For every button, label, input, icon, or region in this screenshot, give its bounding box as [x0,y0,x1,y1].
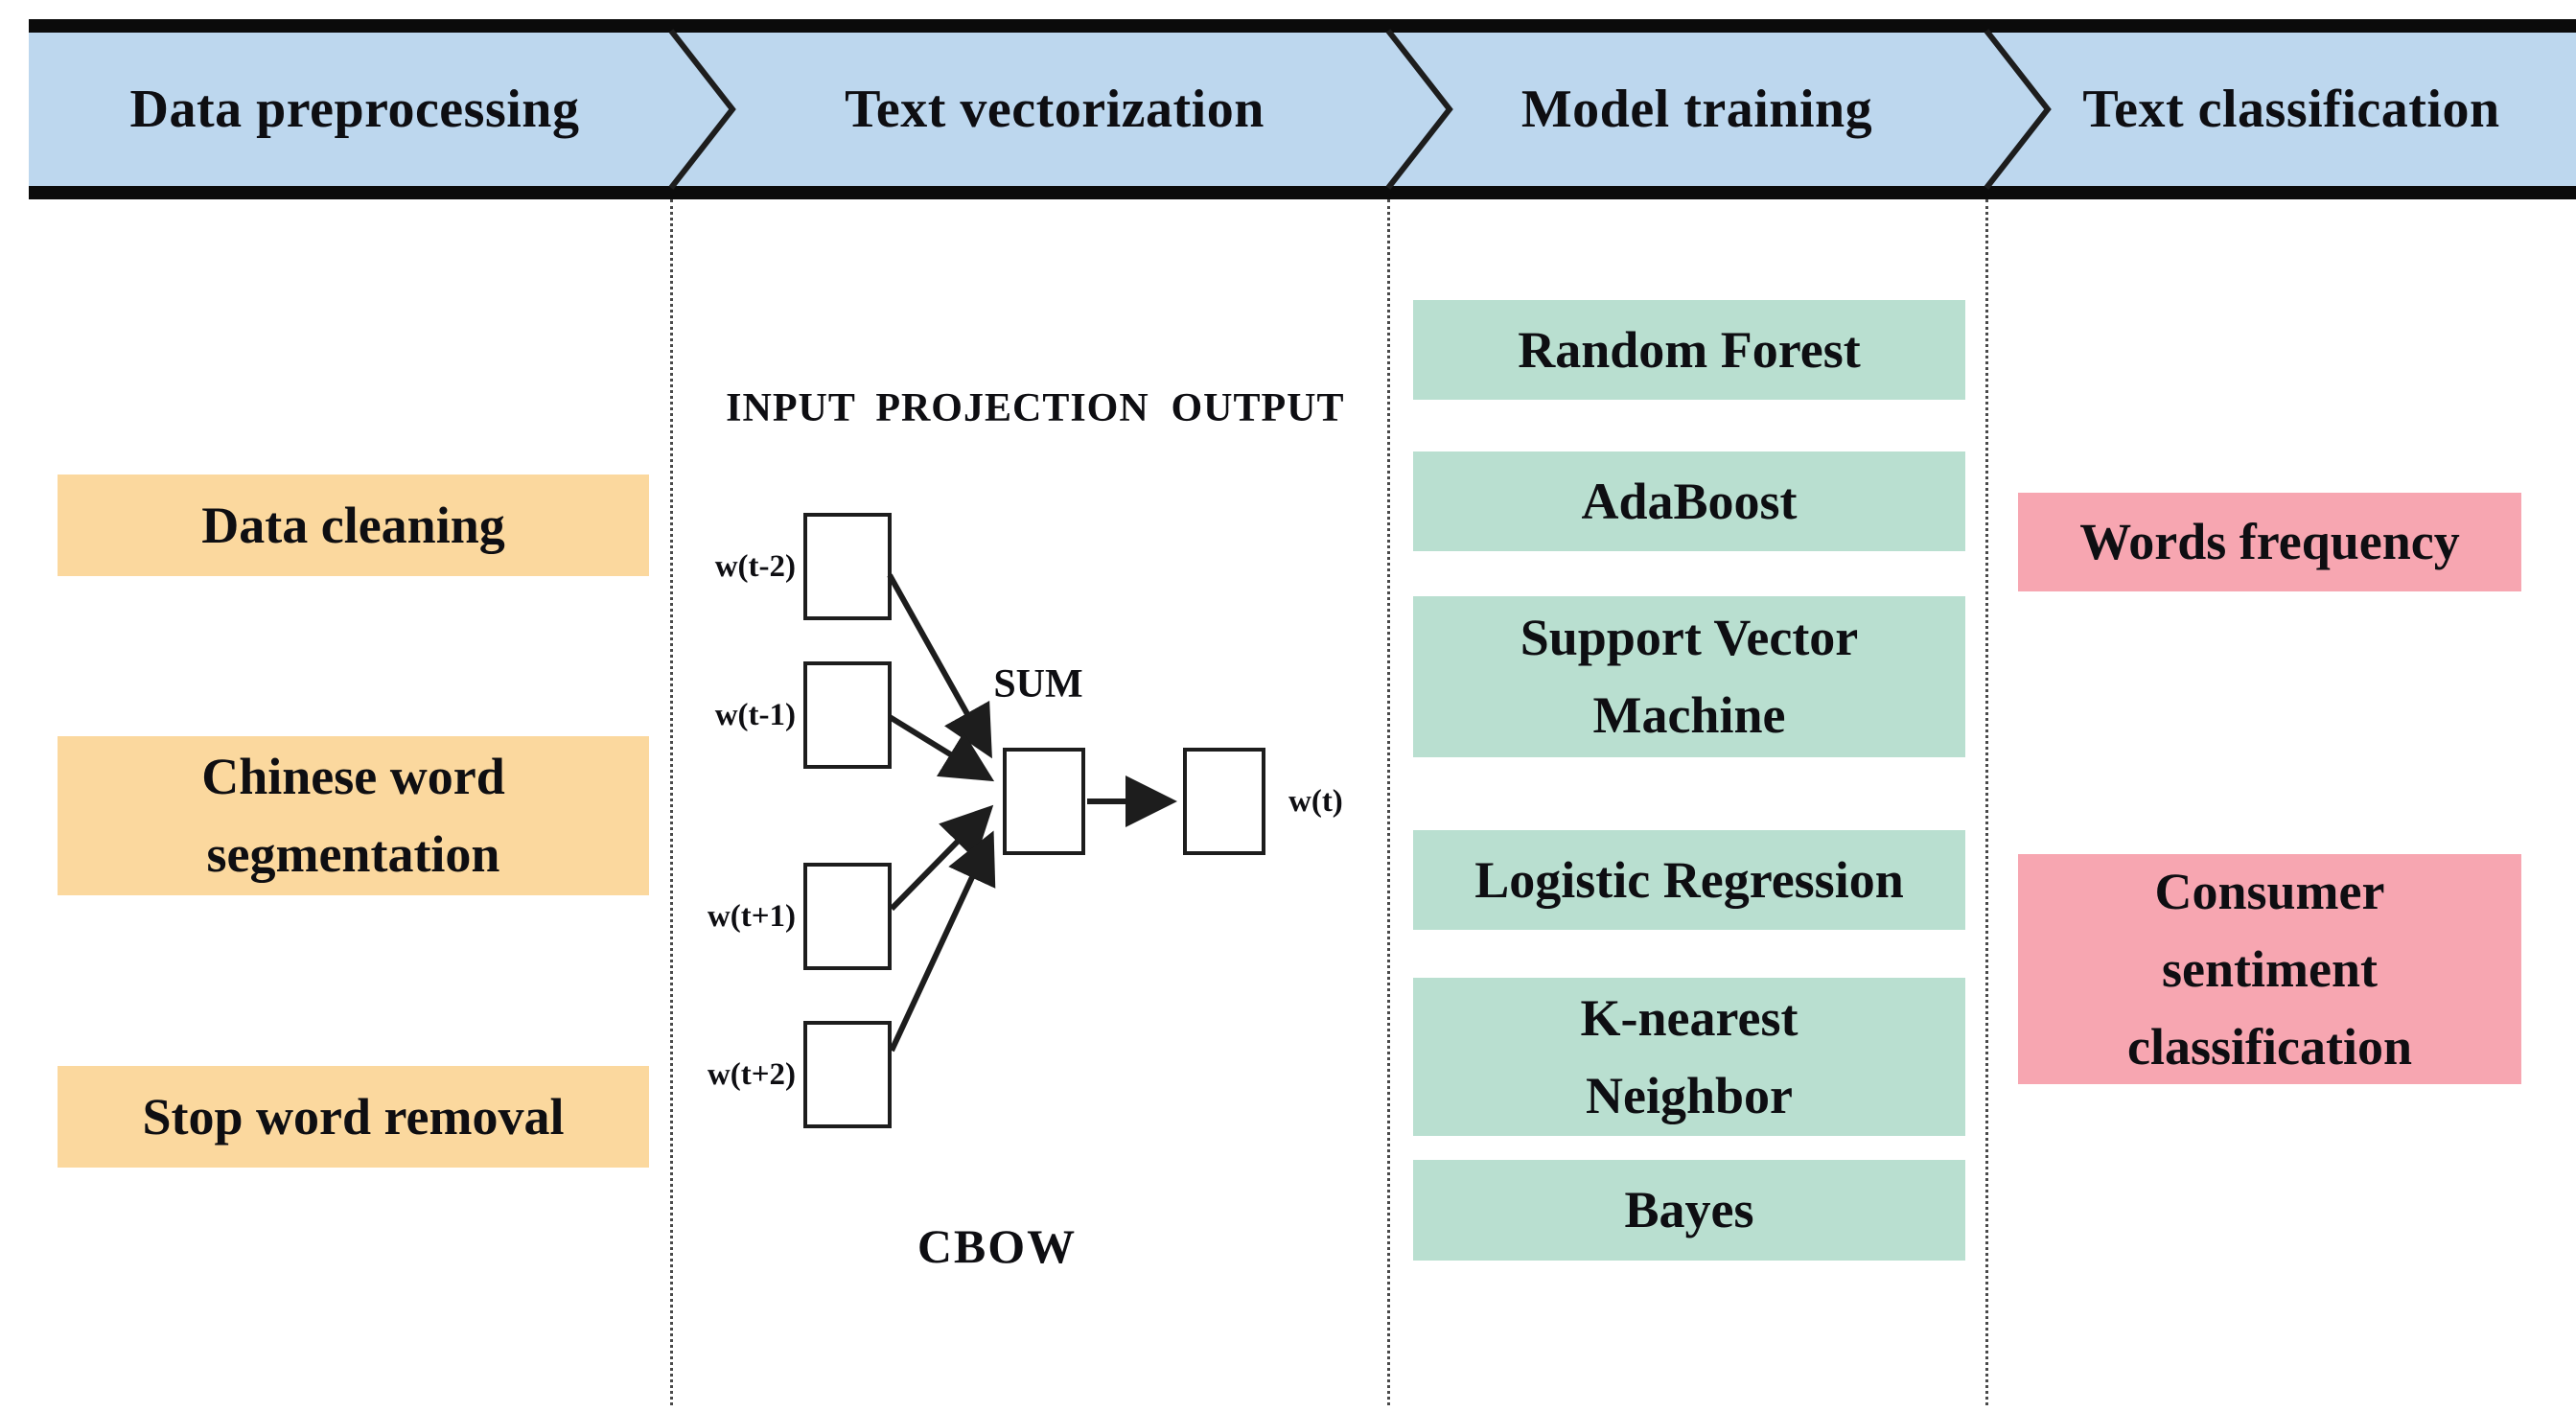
arrow-input2-to-projection [888,714,995,782]
output-node [1183,748,1265,855]
column-separator-2 [1387,199,1390,1405]
cbow-caption: CBOW [917,1219,1078,1273]
step-stop-word-removal: Stop word removal [58,1066,649,1168]
step-data-cleaning: Data cleaning [58,475,649,576]
stage-chevron-2 [1385,29,1453,190]
cbow-output-column-label: OUTPUT [1171,386,1345,430]
step-chinese-word-segmentation: Chinese word segmentation [58,736,649,895]
cbow-input-column-label: INPUT [726,386,856,430]
model-k-nearest-neighbor: K-nearest Neighbor [1413,978,1965,1136]
model-logistic-regression: Logistic Regression [1413,830,1965,930]
model-bayes: Bayes [1413,1160,1965,1261]
output-consumer-sentiment-classification: Consumer sentiment classification [2018,854,2521,1084]
band-top-bar [29,19,2576,33]
column-separator-3 [1985,199,1988,1405]
stage-title-text-classification: Text classification [2082,80,2500,139]
model-support-vector-machine: Support Vector Machine [1413,596,1965,757]
input-node-t-minus-1 [803,661,892,769]
arrow-input1-to-projection [887,573,992,759]
band-bottom-bar [29,186,2576,199]
cbow-arrows [887,573,1177,1053]
process-arrow-band [29,19,2576,199]
arrow-input3-to-projection [889,804,994,912]
sum-label: SUM [993,662,1083,706]
word-label-t: w(t) [1288,783,1343,819]
arrow-input4-to-projection [889,830,996,1053]
stage-chevron-3 [1984,29,2052,190]
input-node-t-minus-2 [803,513,892,620]
word-label-t-minus-2: w(t-2) [714,548,796,584]
model-random-forest: Random Forest [1413,300,1965,400]
input-node-t-plus-1 [803,863,892,970]
stage-title-text-vectorization: Text vectorization [845,80,1265,139]
stage-chevron-1 [668,29,736,190]
word-label-t-minus-1: w(t-1) [714,697,796,732]
stage-title-model-training: Model training [1520,80,1873,139]
input-node-t-plus-2 [803,1021,892,1128]
word-label-t-plus-1: w(t+1) [707,898,796,934]
band-background [29,30,2576,189]
stage-title-data-preprocessing: Data preprocessing [129,80,580,139]
cbow-projection-column-label: PROJECTION [875,386,1149,430]
model-adaboost: AdaBoost [1413,451,1965,551]
word-label-t-plus-2: w(t+2) [707,1056,796,1092]
output-words-frequency: Words frequency [2018,493,2521,591]
column-separator-1 [670,199,673,1405]
projection-node [1003,748,1085,855]
